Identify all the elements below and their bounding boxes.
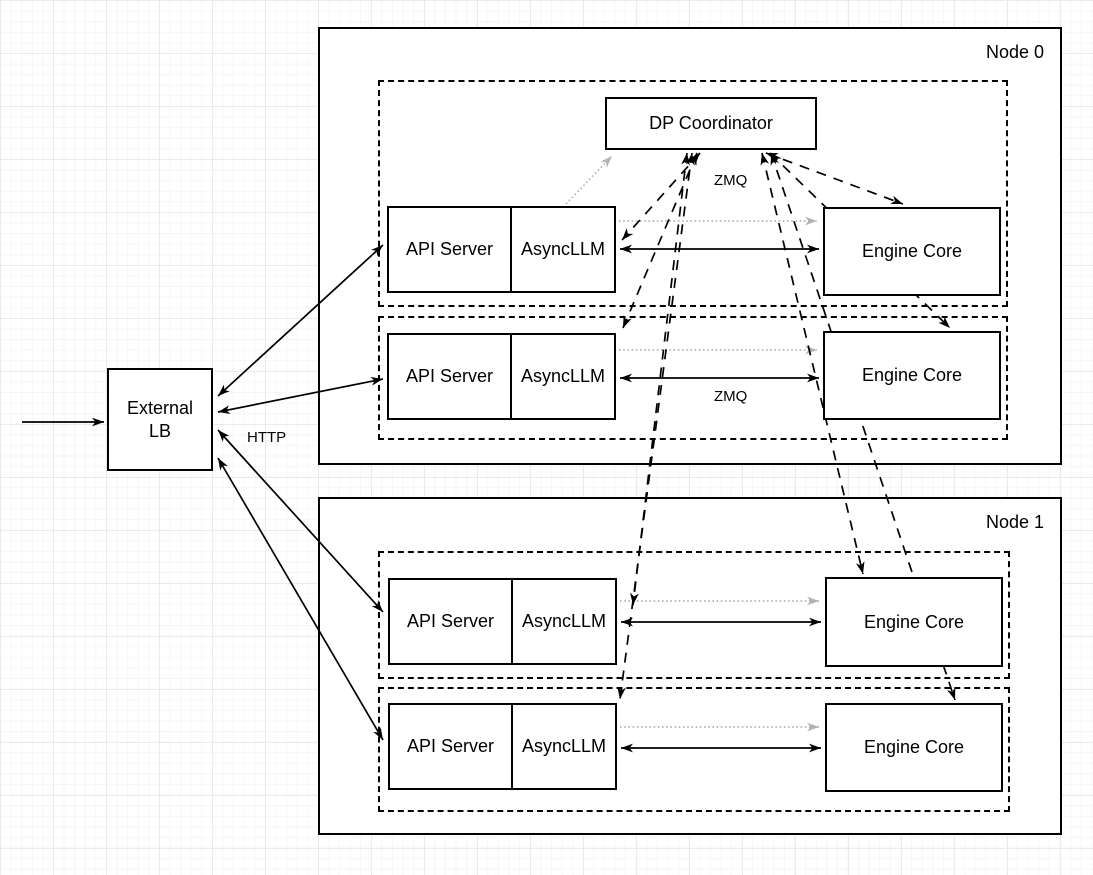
engine-core-box-n0r1: Engine Core (823, 331, 1001, 420)
engine-core-box-n1r1: Engine Core (825, 703, 1003, 792)
engine-core-label: Engine Core (861, 241, 963, 262)
api-server-label: API Server (405, 366, 494, 386)
engine-core-label: Engine Core (863, 737, 965, 758)
api-asyncllm-box-n0r1: API Server AsyncLLM (387, 333, 616, 420)
api-asyncllm-box-n1r1: API Server AsyncLLM (388, 703, 617, 790)
asyncllm-cell: AsyncLLM (513, 580, 615, 663)
api-server-cell: API Server (390, 705, 513, 788)
external-lb-box: External LB (107, 368, 213, 471)
api-server-label: API Server (406, 611, 495, 631)
engine-core-label: Engine Core (861, 365, 963, 386)
asyncllm-cell: AsyncLLM (512, 335, 614, 418)
asyncllm-cell: AsyncLLM (513, 705, 615, 788)
node1-title: Node 1 (985, 512, 1044, 532)
http-label: HTTP (247, 429, 287, 446)
api-server-cell: API Server (389, 335, 512, 418)
engine-core-box-n0r0: Engine Core (823, 207, 1001, 296)
dp-coordinator-label: DP Coordinator (649, 113, 773, 134)
zmq-label-coordinator: ZMQ (714, 172, 748, 189)
engine-core-label: Engine Core (863, 611, 965, 632)
api-server-cell: API Server (390, 580, 513, 663)
external-lb-label: External LB (126, 398, 194, 441)
asyncllm-label: AsyncLLM (521, 736, 607, 756)
api-asyncllm-box-n0r0: API Server AsyncLLM (387, 206, 616, 293)
asyncllm-label: AsyncLLM (520, 366, 606, 386)
api-asyncllm-box-n1r0: API Server AsyncLLM (388, 578, 617, 665)
api-server-label: API Server (406, 736, 495, 756)
api-server-cell: API Server (389, 208, 512, 291)
asyncllm-cell: AsyncLLM (512, 208, 614, 291)
engine-core-box-n1r0: Engine Core (825, 577, 1003, 667)
asyncllm-label: AsyncLLM (520, 239, 606, 259)
node0-title: Node 0 (985, 42, 1044, 62)
api-server-label: API Server (405, 239, 494, 259)
zmq-label-engine: ZMQ (714, 388, 748, 405)
asyncllm-label: AsyncLLM (521, 611, 607, 631)
dp-coordinator-box: DP Coordinator (605, 97, 817, 150)
